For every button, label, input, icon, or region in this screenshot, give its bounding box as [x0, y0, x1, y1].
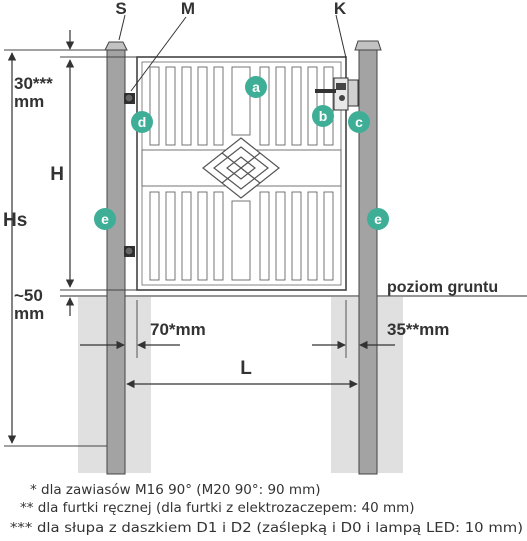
label-dim-30: 30*** [14, 74, 53, 93]
gate-leaf [136, 56, 347, 291]
label-dim-35: 35**mm [387, 320, 449, 339]
footnote-2: ** dla furtki ręcznej (dla furtki z elek… [20, 500, 415, 516]
label-dim-50: ~50 [14, 286, 43, 305]
label-hs: Hs [3, 210, 27, 231]
hinge-top [124, 93, 135, 104]
lock [315, 77, 359, 111]
svg-text:d: d [138, 114, 147, 130]
leader-k [335, 14, 347, 59]
gate-bars [149, 66, 334, 281]
reference-lines [4, 49, 137, 447]
label-l: L [240, 358, 252, 379]
svg-text:c: c [355, 114, 363, 130]
svg-text:e: e [374, 211, 382, 227]
badge-d: d [131, 111, 153, 133]
leader-m [130, 16, 187, 92]
label-k: K [334, 0, 347, 18]
badge-b: b [312, 105, 334, 127]
footnote-3: *** dla słupa z daszkiem D1 i D2 (zaślep… [10, 520, 523, 536]
badge-c: c [348, 111, 370, 133]
svg-text:b: b [319, 108, 328, 124]
right-post [354, 40, 382, 475]
label-dim-70: 70*mm [150, 320, 206, 339]
left-post [104, 41, 128, 475]
label-s: S [115, 0, 126, 18]
label-dim-50-unit: mm [14, 304, 44, 323]
footnote-1: * dla zawiasów M16 90° (M20 90°: 90 mm) [30, 482, 321, 498]
svg-text:a: a [252, 79, 260, 95]
badge-e-right: e [367, 208, 389, 230]
label-m: M [181, 0, 195, 18]
label-dim-30-unit: mm [14, 92, 44, 111]
badge-e-left: e [94, 208, 116, 230]
leader-s [118, 14, 126, 41]
diamond-ornament [202, 137, 280, 199]
svg-text:e: e [101, 211, 109, 227]
label-ground: poziom gruntu [387, 279, 498, 296]
hinge-bottom [124, 246, 135, 257]
badge-a: a [245, 76, 267, 98]
label-h: H [50, 164, 64, 185]
